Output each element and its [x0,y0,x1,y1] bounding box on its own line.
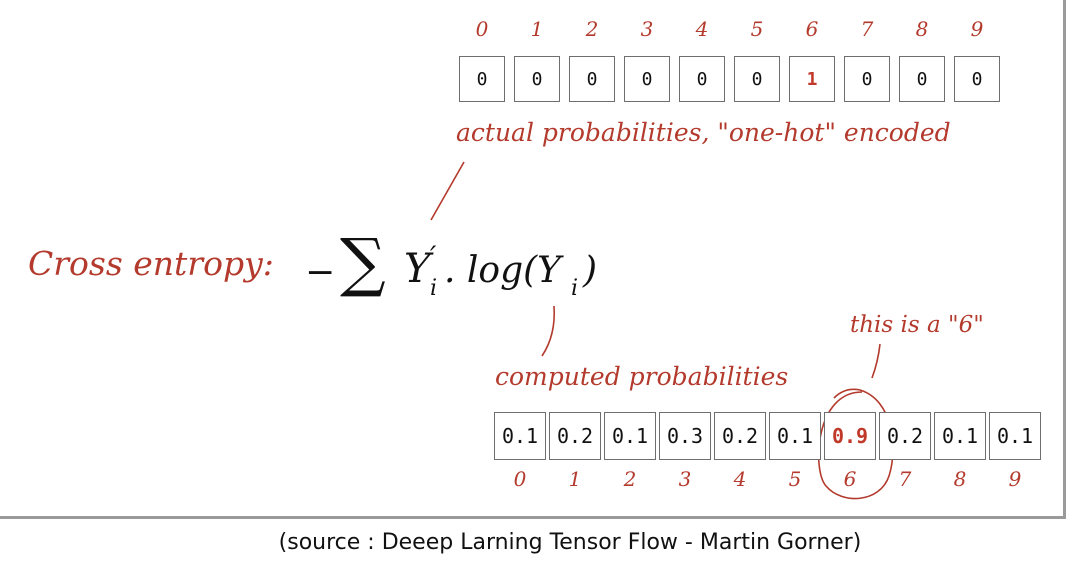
formula-minus: − [305,252,336,293]
probability-cell-2: 0.1 [604,412,656,460]
top-index-1: 1 [530,17,544,41]
one-hot-cell-0: 0 [459,56,505,102]
one-hot-cell-5: 0 [734,56,780,102]
computed-connector-line [541,305,556,357]
one-hot-cell-3: 0 [624,56,670,102]
formula-sigma: ∑ [340,226,386,300]
bottom-index-8: 8 [953,467,967,491]
bottom-index-1: 1 [568,467,582,491]
one-hot-cell-6: 1 [789,56,835,102]
bottom-index-0: 0 [513,467,527,491]
formula-sub-i-2: i [571,276,579,301]
formula-y-prime: Y [404,246,431,292]
one-hot-cell-7: 0 [844,56,890,102]
cross-entropy-label: Cross entropy: [28,244,274,283]
top-index-2: 2 [585,17,599,41]
probability-cell-9: 0.1 [989,412,1041,460]
one-hot-cell-1: 0 [514,56,560,102]
probability-cell-1: 0.2 [549,412,601,460]
top-index-3: 3 [640,17,654,41]
probability-cell-0: 0.1 [494,412,546,460]
top-index-6: 6 [805,17,819,41]
bottom-index-9: 9 [1008,467,1022,491]
probability-cell-8: 0.1 [934,412,986,460]
probability-cell-7: 0.2 [879,412,931,460]
probability-cell-4: 0.2 [714,412,766,460]
computed-probabilities-label: computed probabilities [495,362,789,391]
bottom-index-2: 2 [623,467,637,491]
probability-cell-3: 0.3 [659,412,711,460]
bottom-index-4: 4 [733,467,747,491]
source-caption: (source : Deeep Larning Tensor Flow - Ma… [278,530,862,555]
actual-probabilities-label: actual probabilities, "one-hot" encoded [456,118,951,147]
one-hot-cell-8: 0 [899,56,945,102]
formula-prime: ′ [430,240,437,273]
formula-log-part: . log(Y [444,250,561,291]
this-is-connector-line [871,343,881,379]
bottom-index-3: 3 [678,467,692,491]
one-hot-cell-4: 0 [679,56,725,102]
top-index-7: 7 [860,17,874,41]
one-hot-cell-9: 0 [954,56,1000,102]
bottom-index-7: 7 [898,467,912,491]
this-is-a-6-label: this is a "6" [850,312,984,338]
one-hot-cell-2: 0 [569,56,615,102]
top-index-8: 8 [915,17,929,41]
top-index-9: 9 [970,17,984,41]
probability-cell-6: 0.9 [824,412,876,460]
formula-close-paren: ) [583,250,598,291]
probability-cell-5: 0.1 [769,412,821,460]
bottom-index-5: 5 [788,467,802,491]
top-index-4: 4 [695,17,709,41]
top-index-5: 5 [750,17,764,41]
actual-connector-line [430,161,465,221]
bottom-index-6: 6 [843,467,857,491]
top-index-0: 0 [475,17,489,41]
formula-sub-i-1: i [430,276,438,301]
